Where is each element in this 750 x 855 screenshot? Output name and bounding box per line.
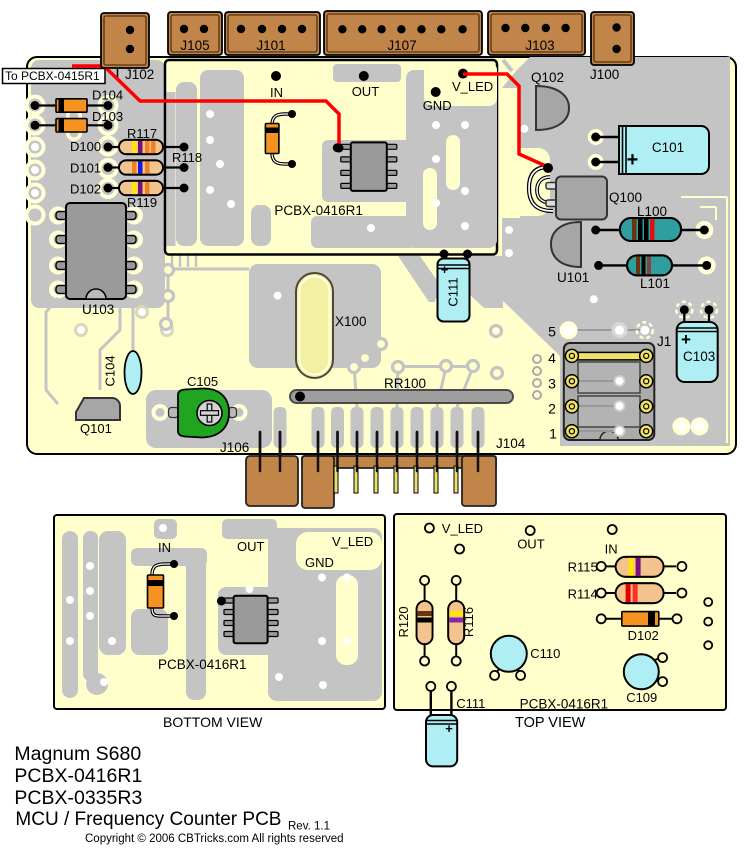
svg-text:Q102: Q102: [531, 70, 564, 85]
svg-text:MCU / Frequency Counter PCB: MCU / Frequency Counter PCB: [15, 809, 281, 830]
svg-text:2: 2: [548, 401, 556, 417]
svg-text:D102: D102: [628, 628, 659, 643]
svg-text:U103: U103: [82, 302, 114, 317]
svg-text:J100: J100: [590, 67, 619, 82]
svg-text:D103: D103: [92, 109, 123, 124]
svg-text:R114: R114: [568, 587, 598, 602]
svg-text:PCBX-0416R1: PCBX-0416R1: [274, 203, 363, 218]
svg-text:Rev. 1.1: Rev. 1.1: [288, 821, 330, 833]
svg-text:IN: IN: [605, 542, 618, 557]
svg-text:C109: C109: [626, 690, 657, 705]
svg-text:R119: R119: [127, 195, 157, 210]
svg-text:J1: J1: [657, 334, 671, 349]
svg-text:Magnum S680: Magnum S680: [14, 743, 141, 765]
svg-text:To PCBX-0415R1: To PCBX-0415R1: [5, 69, 100, 83]
svg-text:4: 4: [548, 350, 556, 366]
svg-text:J102: J102: [125, 67, 154, 82]
svg-text:IN: IN: [158, 540, 171, 555]
svg-text:OUT: OUT: [517, 537, 545, 552]
svg-text:PCBX-0416R1: PCBX-0416R1: [158, 657, 247, 672]
svg-text:BOTTOM VIEW: BOTTOM VIEW: [163, 714, 263, 730]
svg-text:Q101: Q101: [80, 421, 112, 436]
svg-text:PCBX-0416R1: PCBX-0416R1: [14, 765, 142, 787]
svg-text:Q100: Q100: [609, 190, 642, 205]
svg-text:J105: J105: [180, 38, 209, 53]
svg-text:TOP VIEW: TOP VIEW: [515, 715, 586, 731]
svg-text:+: +: [441, 262, 449, 277]
svg-text:R115: R115: [568, 560, 598, 575]
svg-text:J107: J107: [387, 38, 416, 53]
svg-text:D101: D101: [70, 161, 101, 176]
svg-text:5: 5: [548, 324, 556, 340]
svg-text:PCBX-0335R3: PCBX-0335R3: [14, 787, 142, 809]
svg-text:1: 1: [549, 426, 557, 442]
svg-text:J103: J103: [525, 38, 554, 53]
svg-text:V_LED: V_LED: [442, 521, 483, 536]
svg-text:U101: U101: [557, 270, 589, 285]
svg-text:J101: J101: [256, 38, 285, 53]
svg-text:OUT: OUT: [352, 84, 380, 99]
svg-text:C105: C105: [187, 374, 218, 389]
svg-text:GND: GND: [305, 555, 334, 570]
svg-text:X100: X100: [335, 314, 367, 329]
svg-text:GND: GND: [423, 98, 452, 113]
svg-text:D100: D100: [70, 139, 101, 154]
svg-text:+: +: [627, 149, 639, 171]
svg-text:V_LED: V_LED: [332, 534, 373, 549]
svg-text:C111: C111: [446, 277, 461, 306]
svg-text:C101: C101: [652, 140, 684, 155]
svg-text:C110: C110: [530, 646, 560, 661]
svg-text:J104: J104: [496, 436, 526, 451]
svg-text:L101: L101: [640, 276, 670, 291]
svg-text:J106: J106: [220, 440, 249, 455]
svg-text:C104: C104: [103, 355, 118, 386]
svg-text:R117: R117: [127, 126, 157, 141]
svg-text:C103: C103: [683, 349, 715, 364]
svg-text:D102: D102: [70, 182, 101, 197]
svg-text:V_LED: V_LED: [452, 79, 493, 94]
svg-text:L100: L100: [637, 204, 667, 219]
svg-text:RR100: RR100: [384, 376, 426, 391]
svg-text:+: +: [681, 330, 691, 349]
svg-text:3: 3: [548, 376, 556, 392]
svg-text:D104: D104: [92, 88, 123, 103]
svg-text:C111: C111: [456, 696, 485, 711]
svg-text:OUT: OUT: [237, 539, 265, 554]
svg-text:IN: IN: [270, 85, 283, 100]
svg-text:R118: R118: [172, 150, 202, 165]
svg-text:Copyright © 2006 CBTricks.com: Copyright © 2006 CBTricks.com All rights…: [85, 833, 344, 845]
svg-text:+: +: [445, 721, 453, 736]
svg-text:PCBX-0416R1: PCBX-0416R1: [520, 697, 609, 712]
svg-text:R120: R120: [396, 606, 411, 637]
svg-text:R116: R116: [461, 607, 476, 637]
